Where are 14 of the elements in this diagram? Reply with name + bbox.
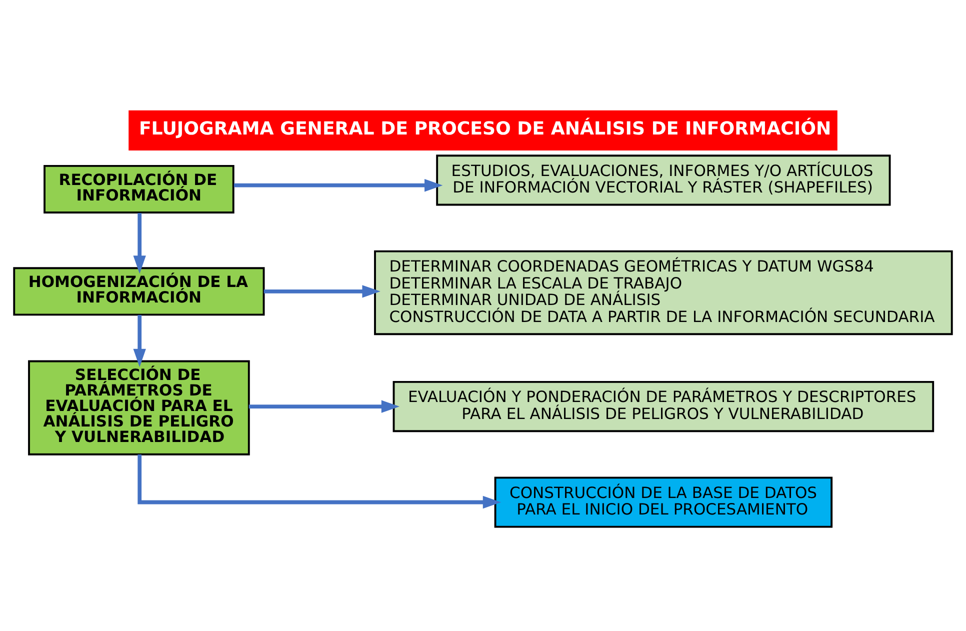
diagram-title: FLUJOGRAMA GENERAL DE PROCESO DE ANÁLISIS DE INFORMACIÓN <box>138 118 832 140</box>
node-box: DETERMINAR COORDENADAS GEOMÉTRICAS Y DATUM WGS84 DETERMINAR LA ESCALA DE TRABAJO DETERMINAR UNIDAD DE ANÁLISIS CONSTRUCCIÓN DE DATA A PARTIR DE LA INFORMACIÓN SECUNDARIA <box>374 250 953 335</box>
arrow <box>133 314 146 367</box>
node-box: SELECCIÓN DE PARÁMETROS DE EVALUACIÓN PARA EL ANÁLISIS DE PELIGRO Y VULNERABILIDAD <box>28 360 250 455</box>
node-box: EVALUACIÓN Y PONDERACIÓN DE PARÁMETROS Y DESCRIPTORES PARA EL ANÁLISIS DE PELIGROS Y VULNERABILIDAD <box>392 380 934 432</box>
node-box: RECOPILACIÓN DE INFORMACIÓN <box>44 164 234 213</box>
arrow <box>138 454 502 508</box>
arrow <box>248 400 400 412</box>
node-box: ESTUDIOS, EVALUACIONES, INFORMES Y/O ARTÍCULOS DE INFORMACIÓN VECTORIAL Y RÁSTER (SHAPEFILES) <box>436 154 891 206</box>
arrow <box>133 212 146 274</box>
node-box: CONSTRUCCIÓN DE LA BASE DE DATOS PARA EL INICIO DEL PROCESAMIENTO <box>494 476 833 528</box>
arrow <box>264 284 380 298</box>
arrow <box>234 178 443 192</box>
node-box: HOMOGENIZACIÓN DE LA INFORMACIÓN <box>13 266 265 316</box>
